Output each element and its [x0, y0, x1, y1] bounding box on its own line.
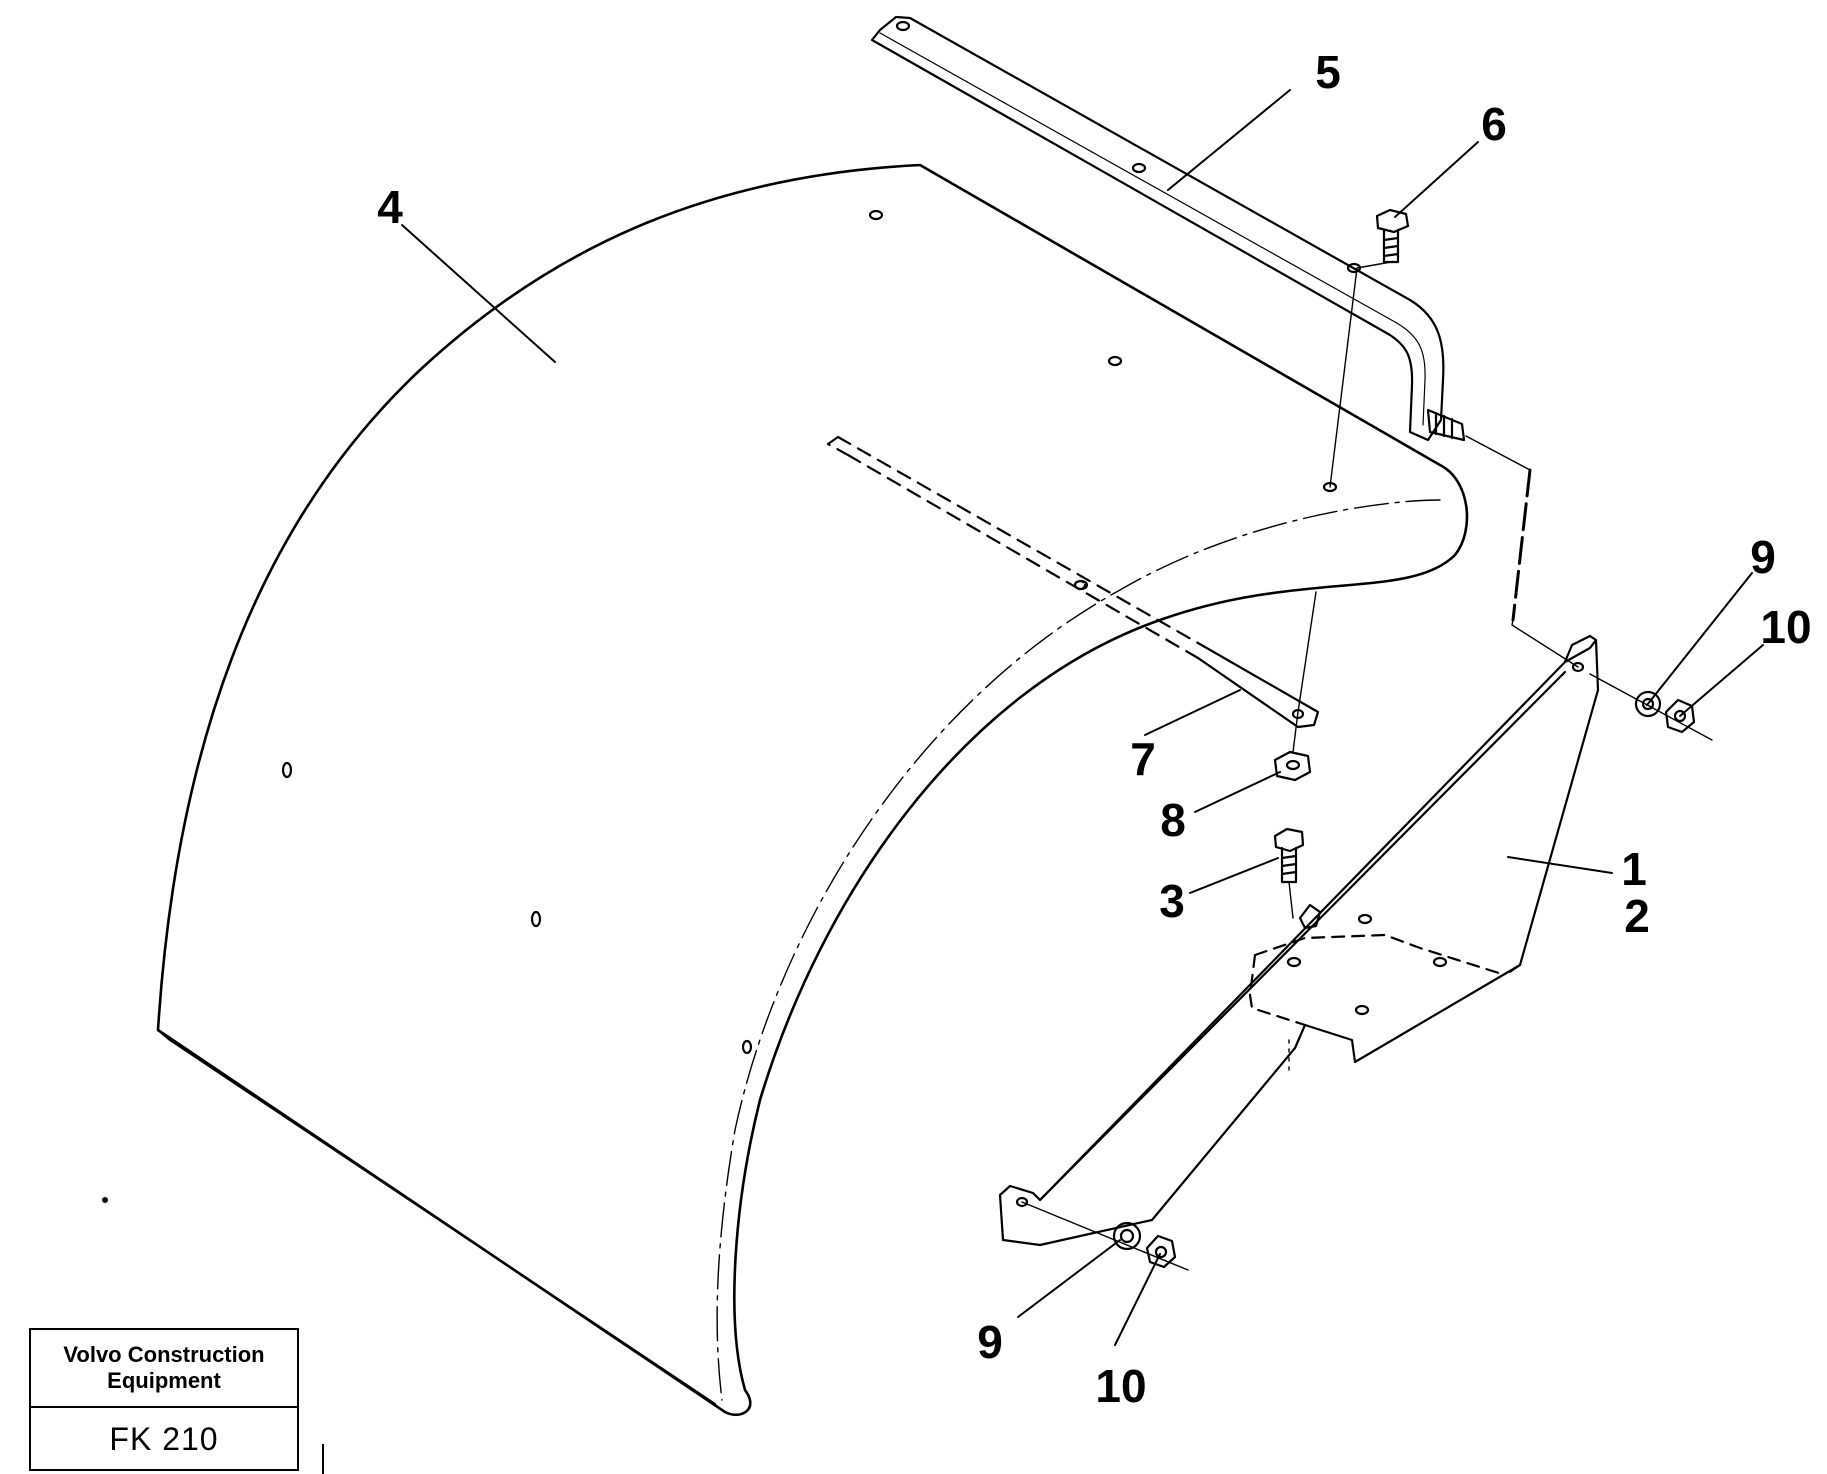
leader-lines	[401, 89, 1764, 1346]
leader-part-6	[1394, 141, 1479, 218]
bracket-hole	[895, 20, 911, 32]
leader-part-9-lower	[1017, 1239, 1121, 1318]
leader-part-10-lower	[1114, 1253, 1161, 1346]
washer-part-9-upper	[1634, 690, 1662, 718]
nut-body	[1664, 698, 1696, 734]
mount-bracket-hole	[1354, 1004, 1370, 1016]
bracket-outline	[870, 15, 1445, 442]
axis-stud-to-bracket	[1511, 619, 1579, 668]
nut-part-10-lower	[1145, 1234, 1177, 1269]
bracket-part-5	[870, 15, 1466, 442]
mount-bracket-flange-top	[1563, 638, 1598, 664]
leader-part-10-upper	[1679, 644, 1764, 717]
fender-hole	[530, 910, 542, 928]
leader-part-1-2	[1507, 856, 1613, 874]
leader-part-4	[401, 224, 556, 363]
washer-part-9-lower	[1112, 1221, 1142, 1251]
bolt-shank	[1280, 846, 1298, 884]
leader-part-8	[1194, 771, 1281, 813]
leader-part-7	[1144, 689, 1241, 736]
nut-body	[1145, 1234, 1177, 1269]
callout-5: 5	[1315, 46, 1341, 98]
strap-visible-outline	[1196, 641, 1320, 729]
callout-1: 1	[1621, 843, 1647, 895]
bolt-part-3	[1273, 827, 1305, 884]
bolt-shank	[1382, 228, 1400, 264]
bracket-stud	[1426, 408, 1466, 442]
margin-tick	[322, 1444, 324, 1474]
title-block: Volvo Construction Equipment FK 210	[29, 1328, 299, 1471]
fender-edge-line	[156, 1028, 717, 1406]
company-name-line-1: Volvo Construction	[63, 1342, 265, 1367]
bolt-head	[1273, 827, 1305, 853]
axis-bolt-3-nut-8	[1292, 591, 1317, 753]
callout-9-lower: 9	[977, 1316, 1003, 1368]
mount-bracket-hole	[1286, 956, 1302, 968]
mount-bracket-hole	[1432, 956, 1448, 968]
fender-hole	[741, 1039, 753, 1055]
fender-hole	[868, 209, 884, 221]
callout-6: 6	[1481, 98, 1507, 150]
fender-outline	[156, 163, 1469, 1417]
axis-stud-upper	[1465, 435, 1531, 471]
axis-lower-washers	[1021, 1201, 1189, 1271]
company-name-line-2: Equipment	[107, 1368, 221, 1393]
mount-bracket-notch	[1298, 903, 1322, 930]
bolt-part-6	[1375, 208, 1410, 264]
fender-hole	[1107, 355, 1123, 367]
axis-stud-dashed	[1511, 468, 1532, 622]
strap-part-7	[826, 435, 1320, 729]
callout-2: 2	[1624, 890, 1650, 942]
callout-9-upper: 9	[1750, 531, 1776, 583]
nut-part-8	[1273, 750, 1312, 782]
washer-hole	[1641, 697, 1655, 711]
nut-body	[1273, 750, 1312, 782]
strap-hole	[1073, 579, 1087, 591]
washer-ring	[1112, 1221, 1142, 1251]
figure-code: FK 210	[109, 1421, 219, 1457]
leader-part-9-upper	[1646, 572, 1753, 706]
mount-bracket-hole	[1357, 913, 1373, 925]
mount-bracket-hidden-base	[1248, 933, 1522, 1027]
stray-dot	[102, 1197, 108, 1203]
callout-10-upper: 10	[1760, 601, 1811, 653]
mount-bracket-hole	[1571, 661, 1585, 673]
fender-inner-fold-line	[716, 499, 1441, 1401]
mount-bracket-flange-edge	[1038, 670, 1567, 1202]
mount-bracket-hole	[1015, 1196, 1029, 1208]
assembly-lines	[1021, 261, 1713, 1271]
axis-bolt-3	[1288, 881, 1294, 919]
bolt-head	[1375, 208, 1410, 234]
leader-part-3	[1189, 857, 1279, 894]
strap-hidden-outline	[826, 435, 1200, 660]
axis-bolt-6	[1329, 261, 1392, 488]
bracket-hole	[1131, 162, 1147, 174]
callout-4: 4	[377, 181, 403, 233]
callout-7: 7	[1130, 733, 1156, 785]
mount-bracket-part-1-2	[998, 634, 1600, 1247]
nut-part-10-upper	[1664, 698, 1696, 734]
washer-ring	[1634, 690, 1662, 718]
fender-part-4	[156, 163, 1469, 1417]
callout-8: 8	[1160, 794, 1186, 846]
mount-bracket-outline	[998, 634, 1600, 1247]
bracket-ridge-line	[879, 32, 1426, 426]
axis-upper-washers	[1589, 673, 1713, 741]
fender-hole	[281, 761, 293, 779]
washer-hole	[1119, 1228, 1135, 1244]
nut-hole	[1673, 709, 1687, 723]
nut-hole	[1285, 759, 1301, 771]
callout-labels: 4 5 6 7 8 3 1 2 9 10 9 10	[377, 46, 1811, 1412]
callout-3: 3	[1159, 875, 1185, 927]
company-name: Volvo Construction Equipment	[31, 1330, 297, 1408]
nut-hole	[1154, 1245, 1168, 1259]
callout-10-lower: 10	[1095, 1360, 1146, 1412]
leader-part-5	[1167, 89, 1291, 191]
